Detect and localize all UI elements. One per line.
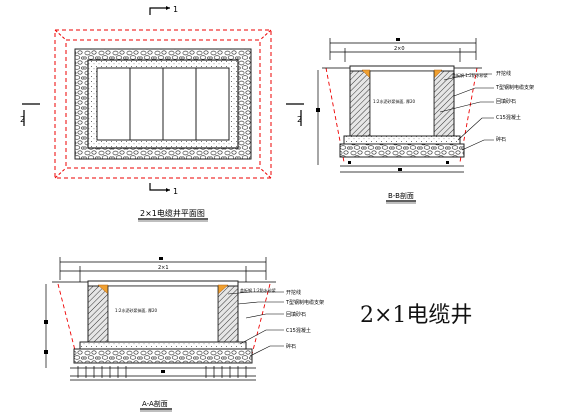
section-mark-bottom bbox=[149, 183, 170, 191]
plan-excavation-outer bbox=[54, 29, 272, 179]
section-mark-bottom-label: 1 bbox=[173, 187, 178, 196]
section-mark-right-label: 2 bbox=[297, 115, 302, 124]
section-mark-top bbox=[149, 7, 170, 15]
section-b-view: 2×0 1:2水泥砂浆抹面, 厚20 开挖线 bbox=[316, 38, 534, 204]
section-mark-left-label: 2 bbox=[20, 115, 25, 124]
section-b-label-bracket: T型钢制电缆支架 bbox=[495, 84, 534, 91]
section-a-dim-top: 2×1 bbox=[158, 265, 169, 271]
section-b-lid-label: 盖板钢 1:2防水砂浆 bbox=[452, 72, 488, 78]
section-b-label-backfill: 回填砂石 bbox=[496, 98, 516, 105]
section-a-gravel bbox=[73, 348, 253, 364]
plan-view: 1 1 2 2 2×1电缆井平面图 bbox=[20, 5, 304, 222]
section-b-label-excavation: 开挖线 bbox=[496, 70, 511, 77]
plan-caption: 2×1电缆井平面图 bbox=[140, 208, 205, 218]
section-a-lid-label: 盖板钢 1:2防水砂浆 bbox=[240, 287, 276, 293]
section-b-left-wall bbox=[349, 69, 371, 137]
section-a-concrete bbox=[79, 341, 247, 350]
section-b-concrete bbox=[343, 135, 461, 145]
section-a-left-wall bbox=[87, 285, 109, 343]
section-b-caption: B-B剖面 bbox=[388, 191, 414, 200]
section-a-label-excavation: 开挖线 bbox=[286, 289, 301, 296]
section-a-label-gravel: 碎石 bbox=[286, 343, 296, 350]
section-b-label-concrete: C15混凝土 bbox=[496, 114, 521, 121]
section-a-label-concrete: C15混凝土 bbox=[286, 327, 311, 334]
section-b-dim-top: 2×0 bbox=[394, 46, 405, 52]
drawing-title: 2×1电缆井 bbox=[360, 303, 472, 328]
section-a-view: 2×1 1:2水泥砂浆抹面, 厚20 bbox=[44, 257, 324, 412]
section-a-right-wall bbox=[217, 285, 239, 343]
section-mark-top-label: 1 bbox=[173, 5, 178, 14]
section-a-label-backfill: 回填砂石 bbox=[286, 311, 306, 318]
section-b-label-gravel: 碎石 bbox=[496, 136, 506, 143]
section-a-wall-label: 1:2水泥砂浆抹面, 厚20 bbox=[115, 307, 158, 313]
section-b-gravel bbox=[339, 143, 465, 158]
section-a-label-bracket: T型钢制电缆支架 bbox=[285, 299, 324, 306]
section-a-caption: A-A剖面 bbox=[142, 399, 168, 408]
section-b-wall-label: 1:2水泥砂浆抹面, 厚20 bbox=[373, 98, 416, 104]
